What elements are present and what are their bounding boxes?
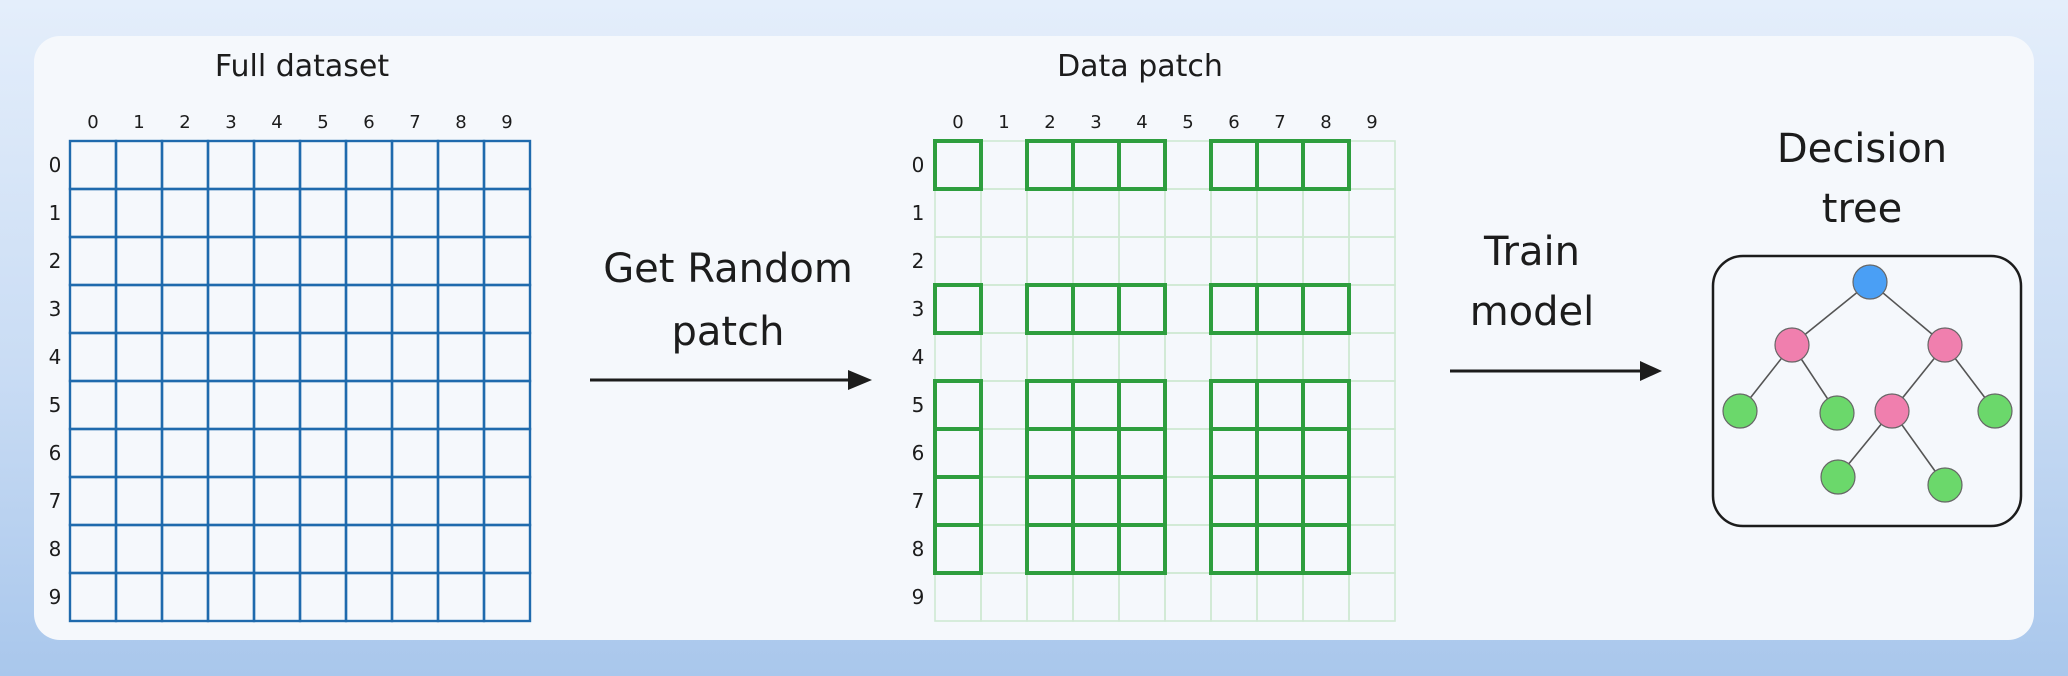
patch-row-label: 7: [912, 489, 925, 513]
patch-column-label: 6: [1228, 112, 1239, 133]
patch-row-label: 2: [912, 249, 925, 273]
patch-row-label: 5: [912, 393, 925, 417]
dataset-row-label: 4: [49, 345, 62, 369]
tree-leaf-node: [1820, 459, 1856, 495]
dataset-row-label: 1: [49, 201, 62, 225]
dataset-column-label: 4: [271, 112, 282, 133]
patch-column-label: 7: [1274, 112, 1285, 133]
tree-split-node: [1874, 393, 1910, 429]
dataset-column-label: 7: [409, 112, 420, 133]
dataset-row-label: 3: [49, 297, 62, 321]
patch-column-label: 9: [1366, 112, 1377, 133]
dataset-column-label: 6: [363, 112, 374, 133]
dataset-cell: [482, 571, 532, 623]
patch-cell-selected: [1117, 139, 1167, 191]
patch-cell-selected: [933, 523, 983, 575]
patch-row-label: 3: [912, 297, 925, 321]
dataset-row-label: 9: [49, 585, 62, 609]
tree-leaf-node: [1977, 393, 2013, 429]
full-dataset-grid: 0 1 2 3 4 5 6 7 8 9 0 1 2 3 4 5 6 7 8 9: [49, 112, 532, 623]
get-random-patch-label-line2: patch: [672, 309, 785, 355]
patch-column-label: 2: [1044, 112, 1055, 133]
patch-row-label: 4: [912, 345, 925, 369]
train-model-arrow: [1450, 361, 1662, 381]
tree-leaf-node: [1819, 395, 1855, 431]
data-patch-grid: 0 1 2 3 4 5 6 7 8 9 0 1 2 3 4 5 6 7 8 9: [912, 112, 1396, 622]
patch-column-label: 1: [998, 112, 1009, 133]
patch-cell-selected: [1301, 523, 1351, 575]
train-model-label-line1: Train: [1483, 229, 1580, 275]
patch-column-label: 0: [952, 112, 963, 133]
decision-tree-graph: [1722, 264, 2013, 503]
patch-cell-selected: [1117, 523, 1167, 575]
train-model-label-line2: model: [1470, 289, 1595, 335]
tree-leaf-node: [1722, 393, 1758, 429]
patch-column-label: 4: [1136, 112, 1147, 133]
patch-cell-selected: [1301, 139, 1351, 191]
dataset-row-label: 7: [49, 489, 62, 513]
dataset-column-label: 0: [87, 112, 98, 133]
dataset-column-label: 1: [133, 112, 144, 133]
tree-root-node: [1852, 264, 1888, 300]
patch-column-label: 3: [1090, 112, 1101, 133]
patch-cell-selected: [1301, 283, 1351, 335]
patch-row-label: 0: [912, 153, 925, 177]
patch-cell-selected: [933, 139, 983, 191]
patch-row-label: 6: [912, 441, 925, 465]
dataset-column-label: 9: [501, 112, 512, 133]
dataset-row-label: 6: [49, 441, 62, 465]
tree-leaf-node: [1927, 467, 1963, 503]
patch-column-label: 8: [1320, 112, 1331, 133]
dataset-row-label: 5: [49, 393, 62, 417]
decision-tree-box: [1711, 254, 2023, 528]
patch-row-label: 1: [912, 201, 925, 225]
patch-cell-selected: [1117, 283, 1167, 335]
decision-tree-title-line2: tree: [1822, 186, 1902, 232]
tree-split-node: [1927, 327, 1963, 363]
decision-tree-title-line1: Decision: [1777, 126, 1947, 172]
patch-row-label: 9: [912, 585, 925, 609]
get-random-patch-arrow: [590, 370, 872, 390]
patch-cell-selected: [933, 283, 983, 335]
diagram-panel: [34, 36, 2034, 640]
full-dataset-title: Full dataset: [215, 49, 389, 84]
patch-cell-unselected: [1348, 572, 1396, 622]
dataset-column-label: 3: [225, 112, 236, 133]
tree-split-node: [1774, 327, 1810, 363]
dataset-column-label: 2: [179, 112, 190, 133]
patch-row-label: 8: [912, 537, 925, 561]
data-patch-title: Data patch: [1057, 49, 1223, 84]
patch-column-label: 5: [1182, 112, 1193, 133]
dataset-row-label: 8: [49, 537, 62, 561]
dataset-column-label: 5: [317, 112, 328, 133]
get-random-patch-label-line1: Get Random: [603, 246, 853, 292]
dataset-row-label: 2: [49, 249, 62, 273]
dataset-row-label: 0: [49, 153, 62, 177]
dataset-column-label: 8: [455, 112, 466, 133]
